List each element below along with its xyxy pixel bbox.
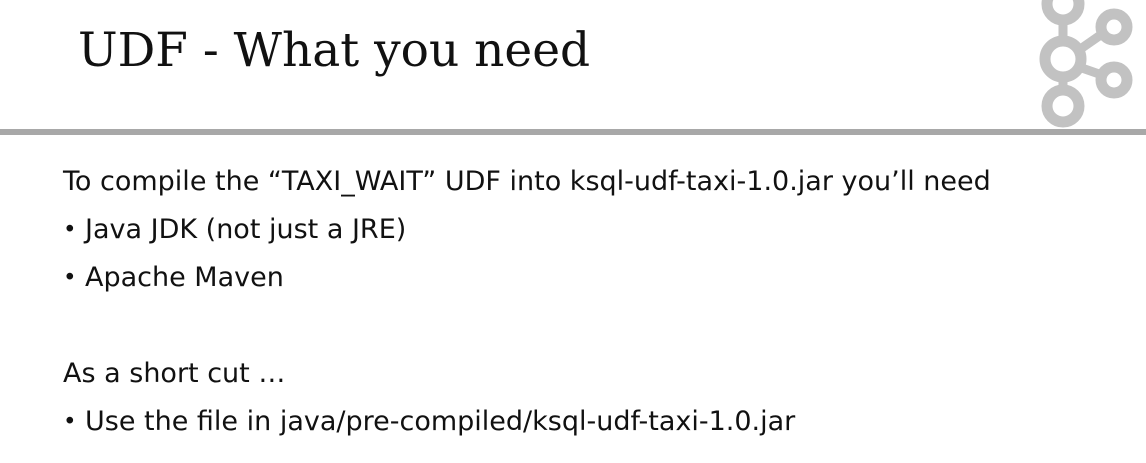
list-item-text: Java JDK (not just a JRE) — [85, 214, 407, 245]
slide-body: To compile the “TAXI_WAIT” UDF into ksql… — [63, 158, 1123, 446]
slide-title: UDF - What you need — [78, 23, 591, 78]
intro-text: To compile the “TAXI_WAIT” UDF into ksql… — [63, 166, 991, 197]
shortcut-heading: As a short cut … — [63, 358, 286, 389]
bullet-icon: • — [63, 409, 77, 435]
list-item-text: Use the file in java/pre-compiled/ksql-u… — [85, 406, 796, 437]
spacer — [63, 302, 1123, 350]
list-item: • Apache Maven — [63, 254, 1123, 302]
bullet-icon: • — [63, 217, 77, 243]
title-divider — [0, 129, 1146, 135]
bullet-icon: • — [63, 265, 77, 291]
list-item-text: Apache Maven — [85, 262, 284, 293]
list-item: • Use the file in java/pre-compiled/ksql… — [63, 398, 1123, 446]
kafka-logo-icon — [1039, 0, 1133, 128]
list-item: • Java JDK (not just a JRE) — [63, 206, 1123, 254]
